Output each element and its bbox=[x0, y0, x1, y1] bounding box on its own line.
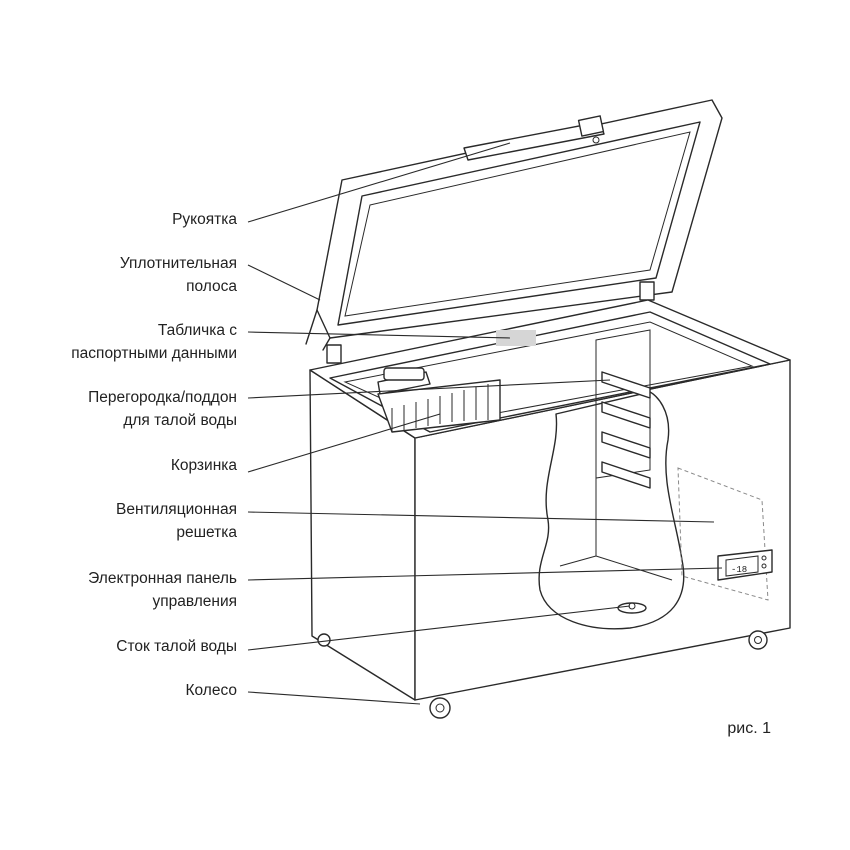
drain-outlet bbox=[617, 602, 647, 614]
panel-display-value: -18 bbox=[731, 565, 747, 575]
label-divider-line-2: для талой воды bbox=[123, 412, 237, 429]
label-divider-line-1: Перегородка/поддон bbox=[88, 389, 237, 406]
lid-handle bbox=[463, 115, 605, 161]
freezer-cabinet: -18 bbox=[309, 299, 791, 701]
label-vent-line-1: Вентиляционная bbox=[116, 501, 237, 518]
label-panel-line-1: Электронная панель bbox=[88, 570, 237, 587]
control-panel: -18 bbox=[717, 549, 773, 581]
label-nameplate-line-2: паспортными данными bbox=[71, 345, 237, 362]
vent-grille bbox=[601, 371, 651, 489]
figure-caption: рис. 1 bbox=[727, 720, 771, 737]
lid-hinges bbox=[326, 281, 655, 364]
wheels bbox=[317, 630, 768, 719]
leader-lines bbox=[247, 142, 723, 705]
divider-and-basket bbox=[377, 367, 501, 433]
label-drain: Сток талой воды bbox=[116, 638, 237, 655]
label-panel-line-2: управления bbox=[152, 593, 237, 610]
label-wheel: Колесо bbox=[185, 682, 237, 699]
label-seal-line-1: Уплотнительная bbox=[120, 255, 237, 272]
label-handle: Рукоятка bbox=[172, 211, 237, 228]
label-seal-line-2: полоса bbox=[186, 278, 237, 295]
label-nameplate-line-1: Табличка с bbox=[158, 322, 237, 339]
label-basket: Корзинка bbox=[171, 457, 238, 474]
callout-labels: Рукоятка Уплотнительная полоса Табличка … bbox=[71, 211, 771, 737]
nameplate bbox=[496, 330, 536, 346]
freezer-lid bbox=[305, 99, 723, 351]
label-vent-line-2: решетка bbox=[176, 524, 237, 541]
